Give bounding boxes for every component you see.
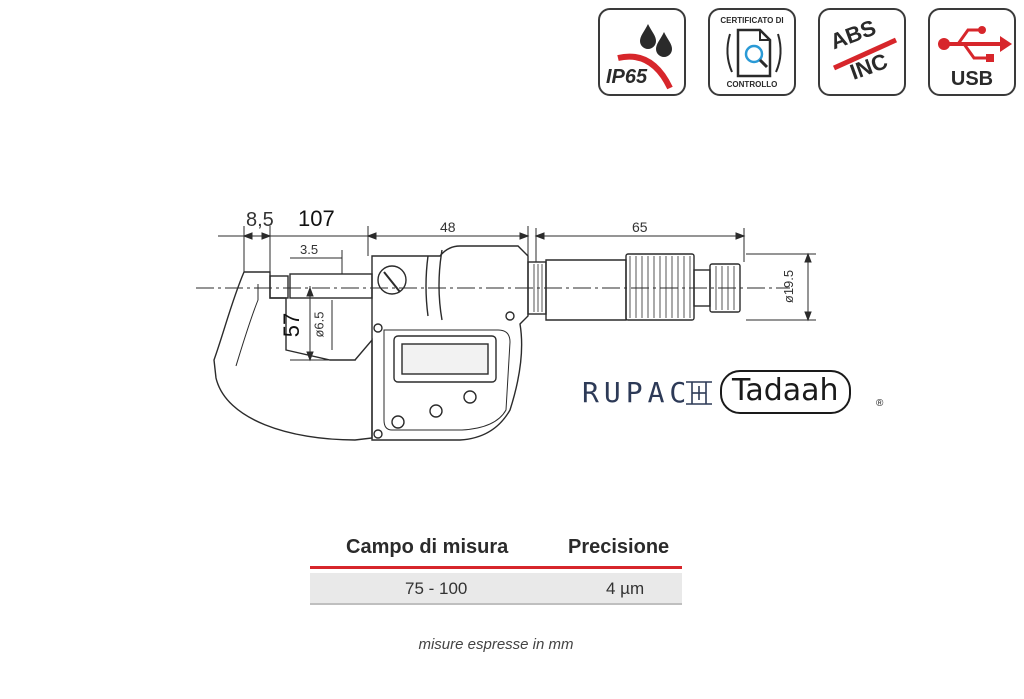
- dimension-diameter-6-5: ø6.5: [311, 311, 327, 338]
- water-drops-icon: [617, 24, 673, 90]
- abs-inc-divider-icon: [832, 37, 898, 71]
- ip65-label: IP65: [606, 66, 648, 88]
- knurl-pattern: [533, 256, 735, 318]
- usb-label: USB: [950, 68, 994, 90]
- screw-top-left: [373, 323, 383, 333]
- usb-icon: [938, 26, 1012, 62]
- spindle: [289, 273, 373, 299]
- dimension-diameter-19-5: ø19.5: [781, 269, 797, 304]
- button-middle: [429, 404, 443, 418]
- tadaah-wordmark: Tadaah: [732, 373, 839, 408]
- button-left: [391, 415, 405, 429]
- document-magnifier-icon: [726, 28, 782, 78]
- cell-range: 75 - 100: [405, 579, 468, 598]
- table-row: 75 - 100 4 µm: [310, 573, 682, 605]
- lock-knob: [377, 265, 407, 295]
- certificate-badge: CERTIFICATO DI CONTROLLO: [708, 8, 796, 96]
- thimble: [545, 259, 627, 321]
- cell-precision: 4 µm: [606, 579, 645, 598]
- header-range: Campo di misura: [346, 536, 509, 558]
- units-note: misure espresse in mm: [418, 636, 574, 653]
- table-header: Campo di misura Precisione: [310, 530, 682, 569]
- display-screen: [401, 343, 489, 375]
- specification-table: Campo di misura Precisione 75 - 100 4 µm: [310, 530, 682, 605]
- button-right: [463, 390, 477, 404]
- digital-body: [371, 245, 529, 441]
- registered-mark: ®: [876, 398, 884, 409]
- dimension-107: 107: [298, 206, 335, 231]
- screw-bottom-left: [373, 429, 383, 439]
- rupac-mark-icon: [686, 381, 712, 405]
- frame-outline: [213, 271, 373, 441]
- dimension-3-5: 3.5: [300, 242, 319, 257]
- usb-badge: USB: [928, 8, 1016, 96]
- tadaah-logo: Tadaah: [720, 370, 851, 414]
- certificate-line1: CERTIFICATO DI: [720, 16, 784, 25]
- frame-inner-edge: [235, 284, 259, 367]
- rupac-logo: RUPAC: [582, 376, 691, 409]
- abs-inc-badge: ABS INC: [818, 8, 906, 96]
- header-precision: Precisione: [568, 536, 670, 558]
- anvil: [269, 275, 289, 299]
- rupac-wordmark: RUPAC: [582, 376, 692, 409]
- dimension-65: 65: [632, 219, 648, 235]
- ip65-badge: IP65: [598, 8, 686, 96]
- display-window: [393, 335, 497, 383]
- body-neck: [425, 249, 443, 321]
- dimension-48: 48: [440, 219, 456, 235]
- screw-top-right: [505, 311, 515, 321]
- dimension-8-5: 8,5: [246, 209, 274, 231]
- dimension-57: 57: [279, 312, 305, 338]
- certificate-line2: CONTROLLO: [726, 80, 778, 89]
- body-inner-outline: [383, 329, 511, 431]
